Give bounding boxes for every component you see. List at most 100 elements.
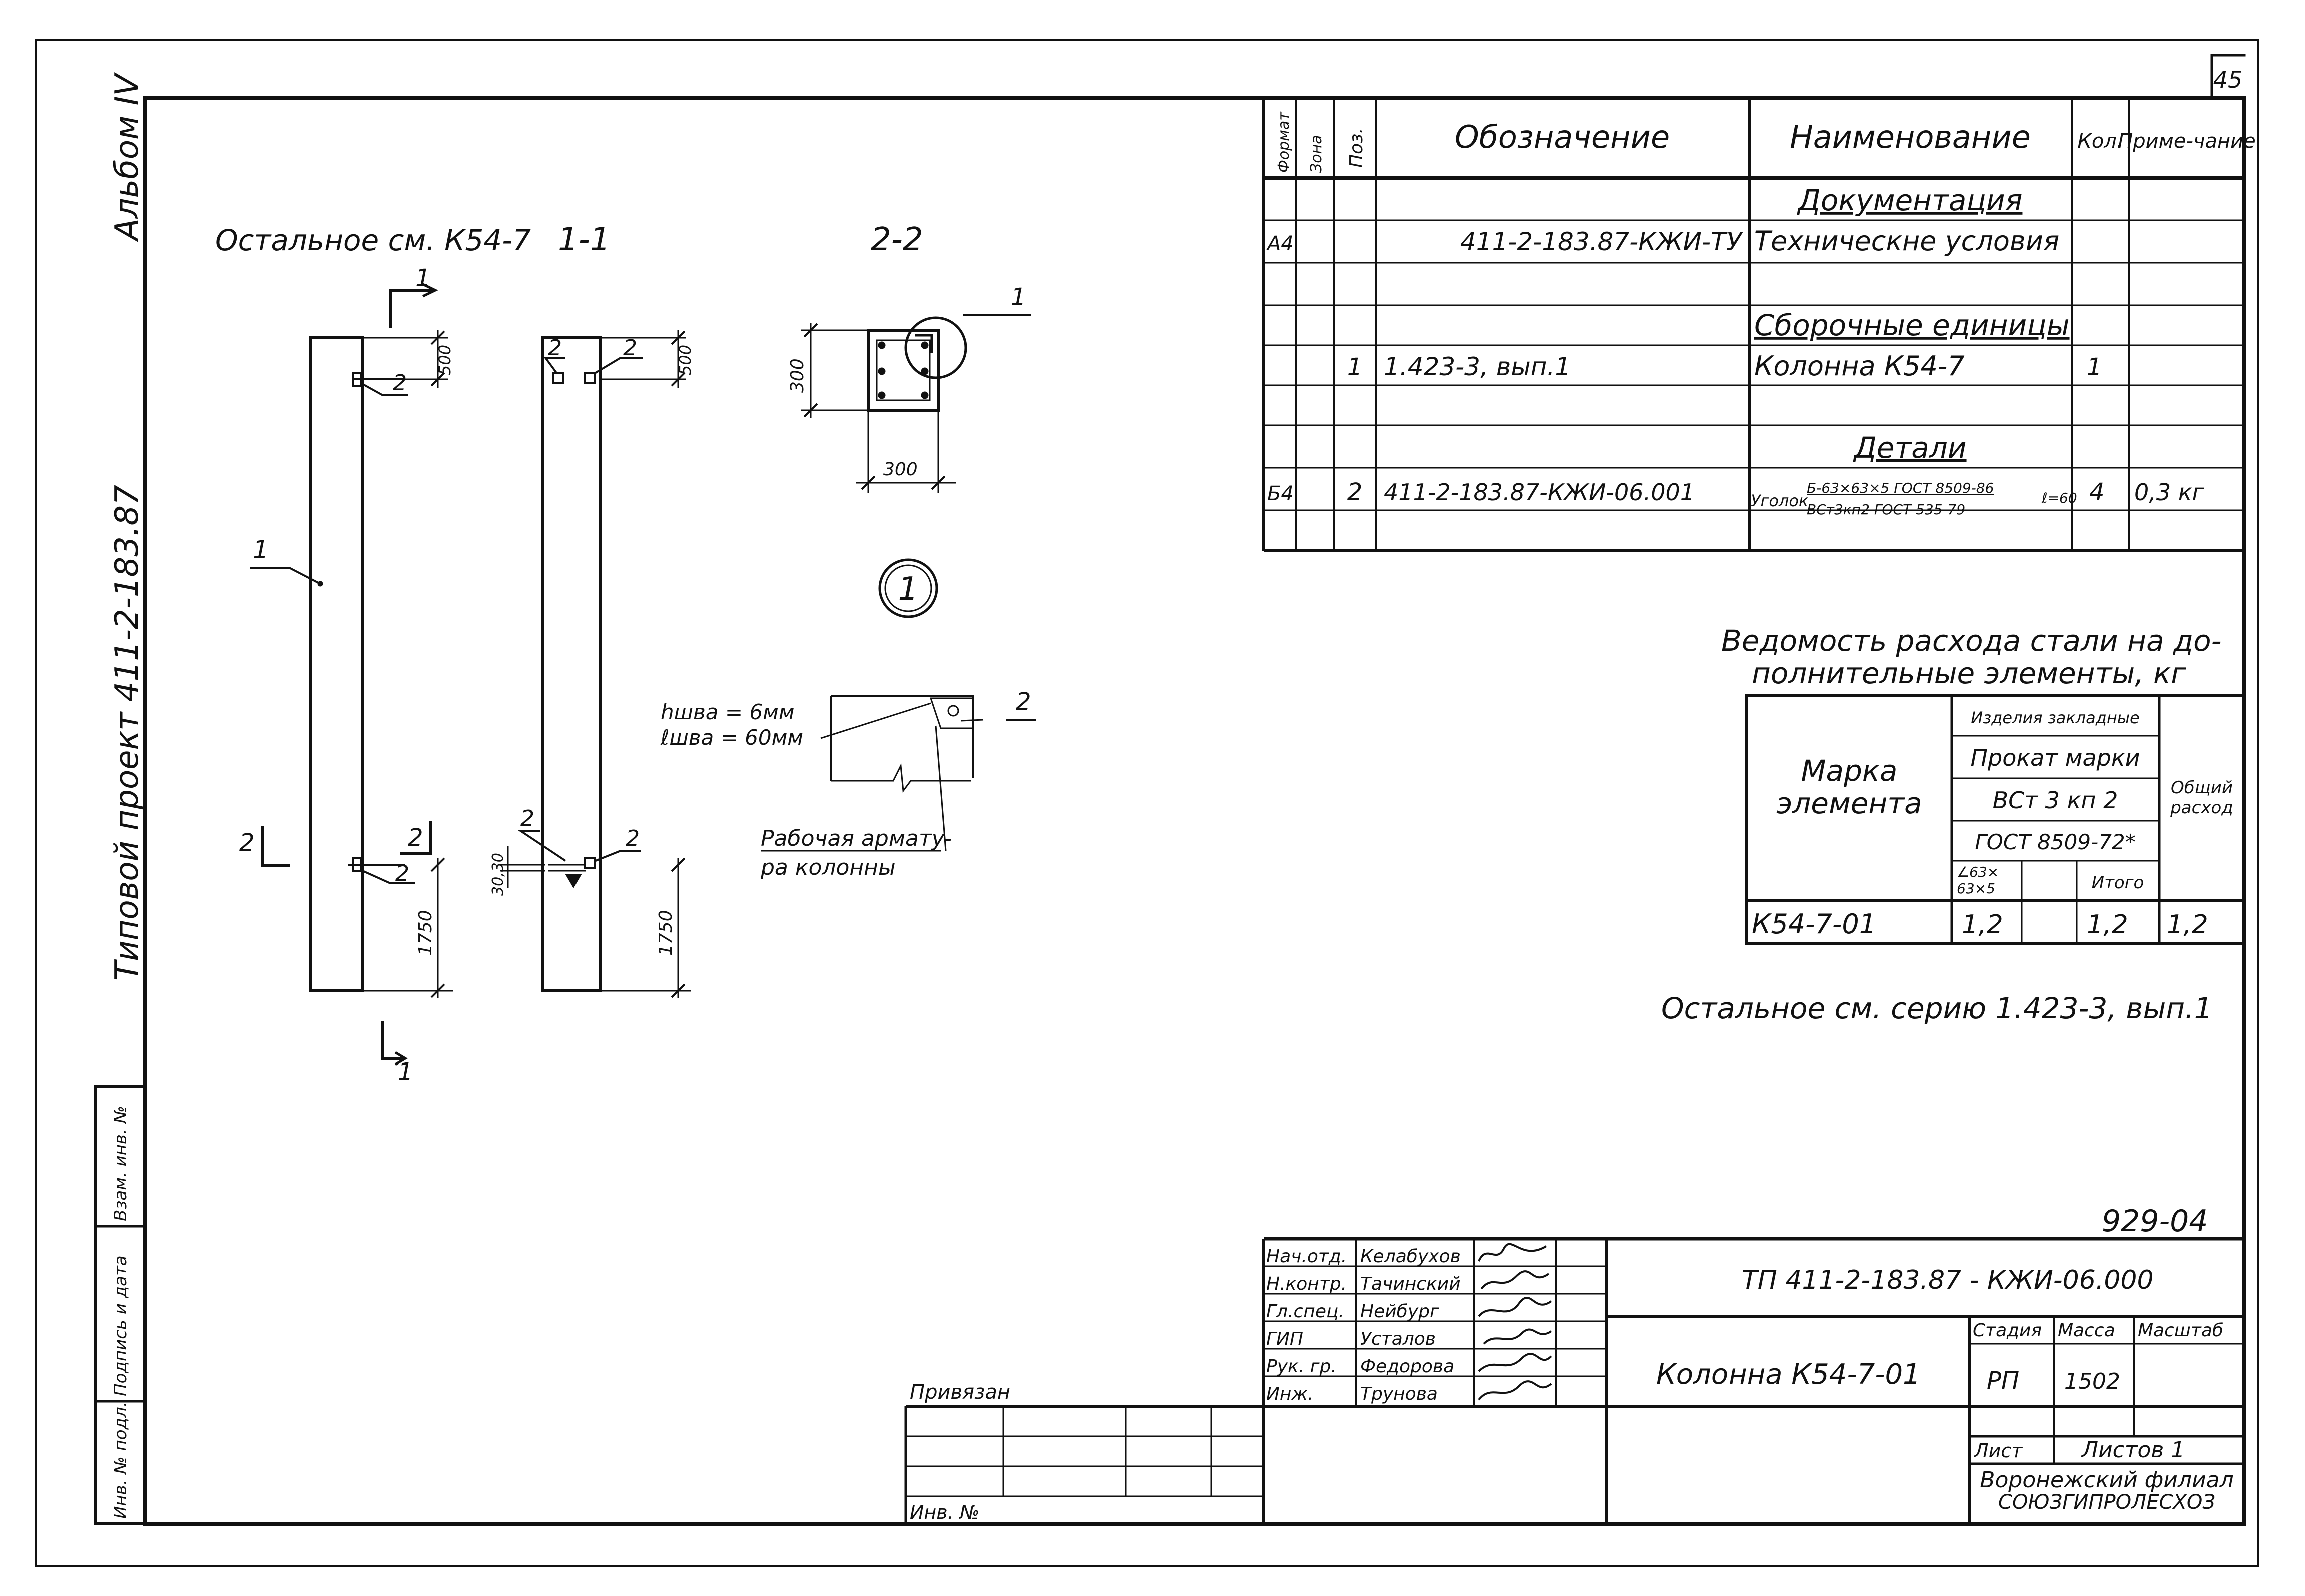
title-block: Нач.отд. Н.контр. Гл.спец. ГИП Рук. гр. … [910,1243,2234,1523]
spec-header-zone: Зона [1308,135,1325,173]
section-title-2-2: 2-2 [871,221,923,258]
signatures [1478,1243,1552,1401]
section-mark-1-bottom-label: 1 [398,1058,413,1086]
dim-1750-b: 1750 [656,910,676,956]
spec-row-4-pos: 1 [1347,353,1363,381]
column-section-1-1 [541,336,602,992]
section-mark-2-right-label: 2 [408,824,423,852]
pos-2-label-a: 2 [393,370,407,396]
column-section-2-2 [867,329,940,412]
spec-row-6-name: Детали [1852,431,1966,465]
role-3: ГИП [1266,1329,1303,1349]
page-number: 45 [2213,66,2243,93]
spec-row-7-note: 0,3 кг [2134,479,2205,506]
column-elevation [309,336,364,992]
binding-inv: Инв. № подл. [111,1401,131,1519]
spec-row-7-designation: 411-2-183.87-КЖИ-06.001 [1384,479,1695,506]
outer-frame [35,39,2259,1567]
org-line-2: СОЮЗГИПРОЛЕСХОЗ [1998,1491,2215,1514]
dim-30-30: 30,30 [489,853,507,896]
scale-label: Масштаб [2138,1320,2223,1341]
steel-h-rolled: Прокат марки [1970,744,2140,771]
steel-row-mark: К54-7-01 [1752,908,1876,940]
spec-header-qty: Кол. [2077,130,2123,153]
rebar-caption-1: Рабочая арматy- [761,826,952,851]
steel-h-gost: ГОСТ 8509-72* [1975,830,2135,854]
pos-2-label-f: 2 [626,826,640,851]
spec-row-7-qty: 4 [2089,478,2105,506]
steel-h-total: Итого [2092,873,2144,893]
detail-pos-2: 2 [1016,688,1031,716]
mass-label: Масса [2058,1320,2115,1341]
pos-2-label-c: 2 [548,335,562,361]
section-mark-1-top [389,289,435,328]
steel-row-angle: 1,2 [1962,910,2003,940]
spec-header-designation: Обозначение [1455,119,1670,155]
sheet-code: 929-04 [2102,1204,2208,1239]
mass-value: 1502 [2064,1369,2120,1394]
spec-row-7-name: Уголок [1751,491,1809,510]
binding-sign: Подпись и дата [111,1255,131,1396]
org-line-1: Воронежский филиал [1980,1467,2233,1493]
spec-row-7-name-bottom: ВСт3кп2 ГОСТ 535-79 [1807,501,1965,518]
role-2: Гл.спец. [1266,1301,1344,1322]
spec-header-format: Формат [1275,111,1293,173]
page-number-tab [2210,54,2246,99]
binding-replace: Взам. инв. № [111,1106,131,1221]
dim-500-b: 500 [676,345,695,375]
rebar-caption-2: ра колонны [760,855,896,880]
detail-callout [904,316,967,379]
section-mark-2-left-label: 2 [239,829,255,857]
dim-300-vertical: 300 [787,358,808,393]
spec-row-4-qty: 1 [2087,353,2102,381]
pos-2-label-d: 2 [623,335,637,361]
spec-row-3-name: Сборочные единицы [1754,308,2070,342]
pos-2-label-b: 2 [395,861,409,886]
spec-header-note: Приме-чание [2118,130,2256,153]
steel-h-mark-2: элемента [1776,786,1922,820]
spec-row-7-pos: 2 [1347,478,1363,506]
spec-row-7-format: Б4 [1267,482,1294,505]
steel-h-overall-2: расход [2170,798,2233,818]
spec-row-4-name: Колонна К54-7 [1754,350,1965,382]
name-0: Келабухов [1360,1246,1461,1267]
pos-2-label-e: 2 [520,806,534,831]
section-2-2-pos-1: 1 [1011,283,1026,311]
detail-marker [878,558,938,618]
steel-h-group: Изделия закладные [1971,708,2139,727]
binding-strip [94,1085,147,1525]
name-3: Усталов [1360,1329,1436,1349]
spec-table: Формат Зона Поз. Обозначение Наименовани… [1266,111,2256,518]
steel-h-grade: ВСт 3 кп 2 [1993,787,2118,814]
section-mark-2-right [400,821,432,855]
spec-header-pos: Поз. [1346,128,1367,168]
note-series: Остальное см. серию 1.423-3, вып.1 [1661,991,2213,1025]
dim-500-a: 500 [435,345,454,375]
role-4: Рук. гр. [1266,1356,1337,1377]
name-5: Трунова [1360,1384,1438,1404]
steel-title-1: Ведомость расхода стали на до- [1721,624,2222,658]
inv-label: Инв. № [910,1501,979,1523]
name-1: Тачинский [1360,1274,1461,1294]
dim-1750-a: 1750 [415,910,436,956]
pos-1-label: 1 [253,535,269,564]
steel-title-2: полнительные элементы, кг [1752,656,2186,690]
steel-table [1745,694,2246,945]
section-mark-1-top-label: 1 [415,264,431,292]
steel-row-overall: 1,2 [2167,910,2208,940]
spec-row-0-name: Документация [1797,183,2023,217]
name-2: Нейбург [1360,1301,1440,1322]
doc-code: ТП 411-2-183.87 - КЖИ-06.000 [1742,1265,2154,1295]
section-mark-1-bottom [381,1021,403,1060]
spec-row-1-name: Техническне условия [1754,225,2059,257]
name-4: Федорова [1360,1356,1454,1377]
item-title: Колонна К54-7-01 [1656,1358,1921,1391]
steel-row-total: 1,2 [2087,910,2128,940]
views-note: Остальное см. К54-7 [215,223,531,257]
spec-row-1-designation: 411-2-183.87-КЖИ-ТУ [1460,227,1744,256]
detail-marker-label: 1 [898,571,919,608]
weld-height: hшва = 6мм [661,700,795,724]
spec-row-1-format: А4 [1266,232,1294,255]
steel-h-mark-1: Марка [1801,754,1898,788]
